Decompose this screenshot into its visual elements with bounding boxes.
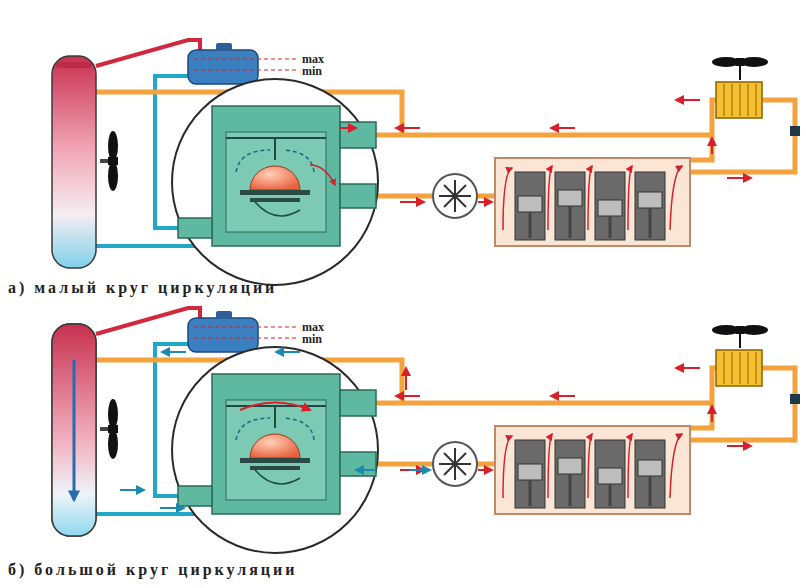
panel-caption: а) малый круг циркуляции	[8, 278, 277, 298]
level-mark: min	[302, 64, 322, 78]
small-circuit-panel	[52, 40, 800, 285]
large-circuit-flow	[52, 324, 430, 536]
level-mark: max	[302, 52, 324, 66]
small-circuit-flow	[310, 128, 356, 185]
level-mark: max	[302, 320, 324, 334]
large-circuit-panel	[52, 308, 800, 553]
level-mark: min	[302, 332, 322, 346]
panel-caption: б) большой круг циркуляции	[8, 560, 297, 580]
